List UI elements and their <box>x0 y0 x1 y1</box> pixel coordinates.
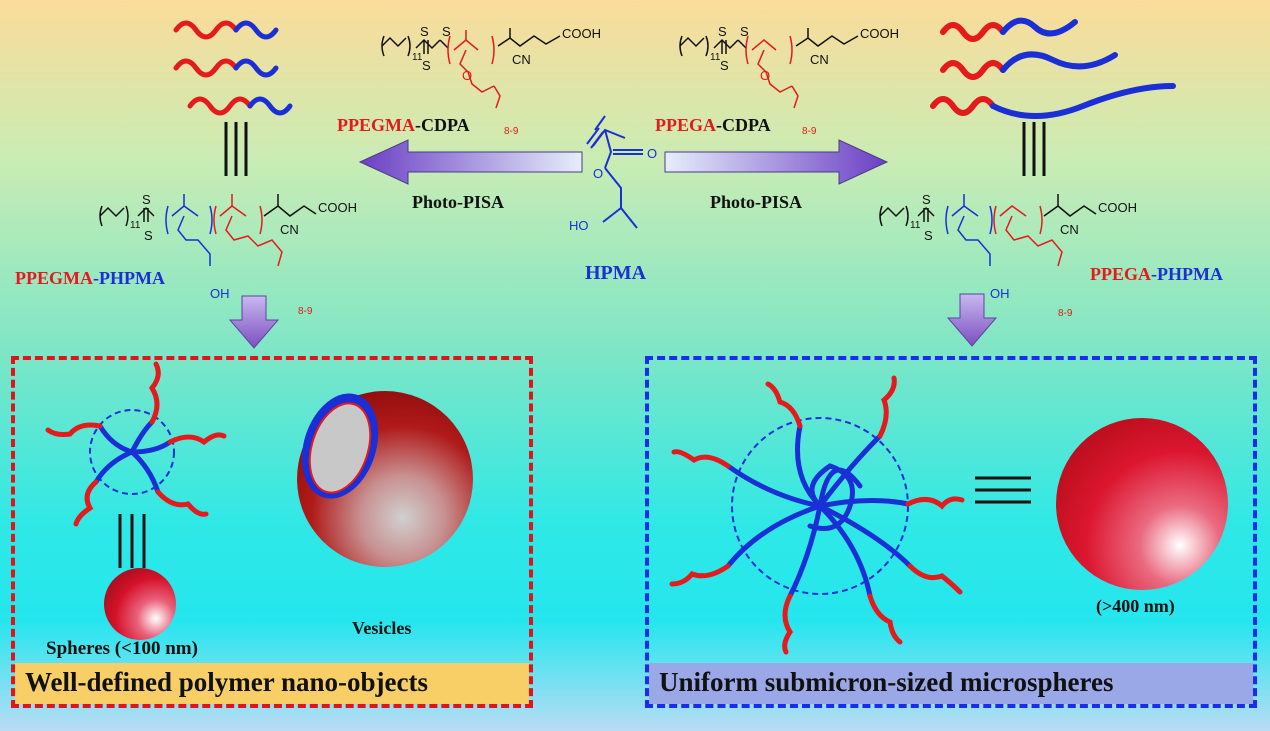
left-macro-cta-structure: 11 S S S COOH CN O 8-9 <box>381 24 601 137</box>
s-atom-1: S <box>718 24 727 39</box>
hpma-label: HPMA <box>585 262 647 284</box>
subscript-11: 11 <box>910 220 921 231</box>
small-sphere <box>104 568 176 640</box>
o-atom: O <box>760 68 770 83</box>
s-atom-3: S <box>720 58 729 73</box>
subscript-11: 11 <box>130 220 141 231</box>
right-product-name-red: PPEGA <box>1090 264 1151 284</box>
microsphere-equiv-symbol <box>975 476 1031 504</box>
vesicle-illustration <box>297 391 473 567</box>
right-equiv-symbol <box>1022 122 1046 176</box>
hpma-structure: O O HO <box>569 115 657 233</box>
left-photo-pisa-label: Photo-PISA <box>412 192 505 212</box>
carbonyl-o: O <box>647 146 657 161</box>
vesicles-caption: Vesicles <box>352 618 412 638</box>
left-down-arrow <box>228 295 280 349</box>
right-photo-pisa-arrow <box>664 139 889 185</box>
cooh-label: COOH <box>562 26 601 41</box>
s-atom-2: S <box>442 24 451 39</box>
subscript-11: 11 <box>710 52 721 63</box>
right-banner: Uniform submicron-sized microspheres <box>649 663 1253 704</box>
left-product-label: PPEGMA-PHPMA <box>15 268 165 289</box>
right-product-name-blue: -PHPMA <box>1151 264 1223 284</box>
o-atom: O <box>462 68 472 83</box>
left-macro-cta-name-red: PPEGMA <box>337 115 415 135</box>
right-photo-pisa-label: Photo-PISA <box>710 192 803 212</box>
cooh-label: COOH <box>1098 200 1137 215</box>
cooh-label: COOH <box>860 26 899 41</box>
cn-label: CN <box>810 52 829 67</box>
s-atom-1: S <box>922 192 931 207</box>
microsphere-micelle-illustration <box>669 375 965 655</box>
s-atom-1: S <box>142 192 151 207</box>
left-chain-icons <box>173 20 293 116</box>
left-product-name-red: PPEGMA <box>15 268 93 288</box>
right-macro-cta-structure: 11 S S S COOH CN O 8-9 <box>679 24 899 137</box>
spheres-caption: Spheres (<100 nm) <box>46 638 198 659</box>
right-macro-cta-label: PPEGA-CDPA <box>655 115 771 136</box>
left-product-structure: 11 S S OH COOH CN 8-9 <box>99 192 357 317</box>
subscript-8-9: 8-9 <box>298 306 313 317</box>
right-product-label: PPEGA-PHPMA <box>1090 264 1223 285</box>
left-equiv-symbol <box>224 122 248 176</box>
left-photo-pisa-arrow <box>358 139 583 185</box>
right-down-arrow <box>946 293 998 347</box>
right-product-oh: OH <box>990 286 1010 301</box>
right-macro-cta-suffix: -CDPA <box>716 115 771 135</box>
sphere-equiv-symbol <box>118 514 146 568</box>
s-atom-3: S <box>422 58 431 73</box>
left-nano-objects-panel <box>11 356 533 708</box>
ester-o: O <box>593 166 603 181</box>
left-product-oh: OH <box>210 286 230 301</box>
left-banner: Well-defined polymer nano-objects <box>15 663 529 704</box>
right-macro-cta-name-red: PPEGA <box>655 115 716 135</box>
large-microsphere <box>1056 418 1228 590</box>
subscript-8-9: 8-9 <box>802 126 817 137</box>
right-product-structure: 11 S S OH COOH CN 8-9 <box>879 192 1137 319</box>
subscript-8-9: 8-9 <box>504 126 519 137</box>
right-microspheres-panel <box>645 356 1257 708</box>
s-atom-2: S <box>144 228 153 243</box>
size-caption: (>400 nm) <box>1096 596 1175 616</box>
subscript-11: 11 <box>412 52 423 63</box>
cn-label: CN <box>1060 222 1079 237</box>
left-product-name-blue: -PHPMA <box>93 268 165 288</box>
s-atom-2: S <box>924 228 933 243</box>
subscript-8-9: 8-9 <box>1058 308 1073 319</box>
hpma-ho-label: HO <box>569 218 589 233</box>
s-atom-2: S <box>740 24 749 39</box>
cn-label: CN <box>512 52 531 67</box>
left-macro-cta-suffix: -CDPA <box>415 115 470 135</box>
right-chain-icons <box>930 17 1176 119</box>
left-macro-cta-label: PPEGMA-CDPA <box>337 115 470 136</box>
cooh-label: COOH <box>318 200 357 215</box>
cn-label: CN <box>280 222 299 237</box>
s-atom-1: S <box>420 24 429 39</box>
sphere-micelle-illustration <box>45 361 227 527</box>
